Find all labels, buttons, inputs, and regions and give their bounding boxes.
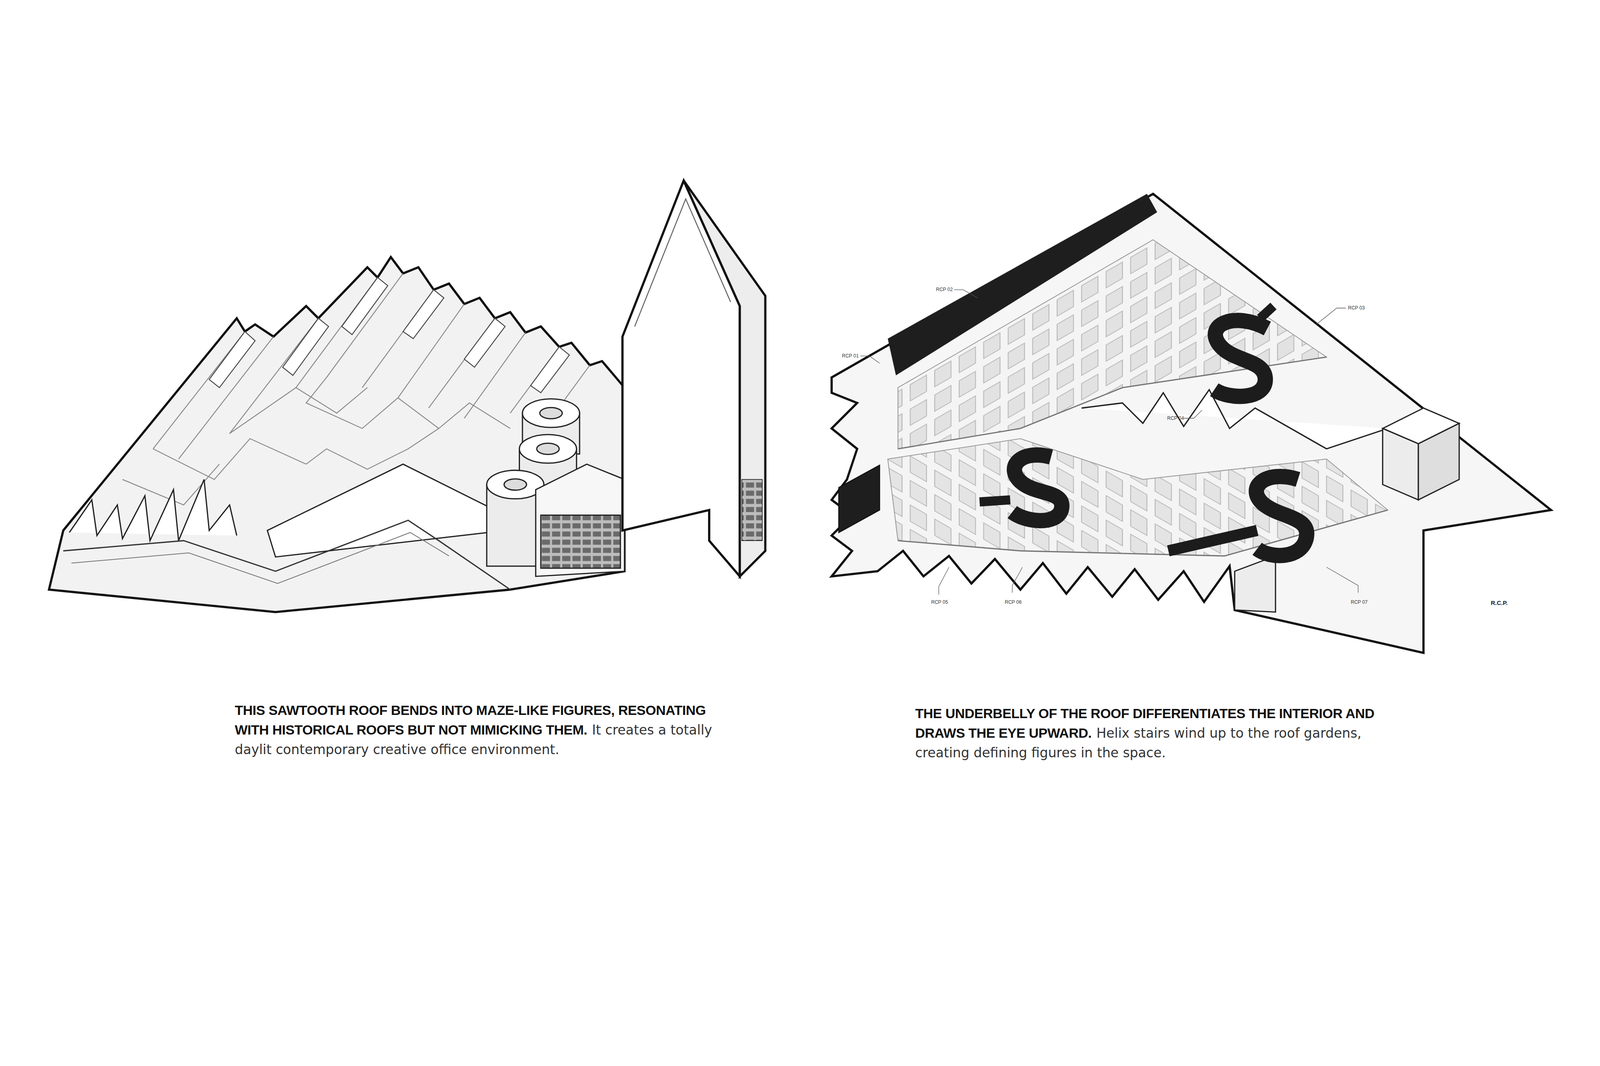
underside-outline <box>831 194 1551 654</box>
callout-label: RCP 01 <box>842 353 859 359</box>
leader-lines <box>860 290 1359 596</box>
plaza-edge-inner <box>71 532 450 584</box>
column-block <box>1234 408 1460 613</box>
callout-label: RCP 07 <box>1350 600 1368 605</box>
roof-outline <box>48 257 625 613</box>
front-sawtooth <box>69 479 237 541</box>
roof-ridges <box>122 273 590 506</box>
caption: THE UNDERBELLY OF THE ROOF DIFFERENTIATE… <box>915 704 1412 763</box>
callout-label: RCP 03 <box>1348 305 1365 311</box>
courtyard <box>267 464 505 558</box>
caption: THIS SAWTOOTH ROOF BENDS INTO MAZE-LIKE … <box>234 700 715 760</box>
callout-label: RCP 05 <box>931 600 948 605</box>
callout-label: RCP 02 <box>936 287 953 292</box>
coffer-field <box>887 438 1388 556</box>
legend-heading: R.C.P. <box>1490 600 1508 606</box>
sawtooth-roof-axonometric <box>48 180 766 613</box>
office-block <box>535 464 625 577</box>
callout-label: RCP 04 <box>1167 416 1184 421</box>
roof-teeth <box>209 277 570 393</box>
tower <box>622 180 766 577</box>
callout-label: RCP 06 <box>1004 600 1022 605</box>
skylight-panel <box>838 465 880 533</box>
skylight-band <box>887 194 1157 376</box>
plaza-edge <box>63 520 510 590</box>
helix-stairs <box>979 306 1307 556</box>
roof-underside-axonometric <box>831 194 1551 654</box>
